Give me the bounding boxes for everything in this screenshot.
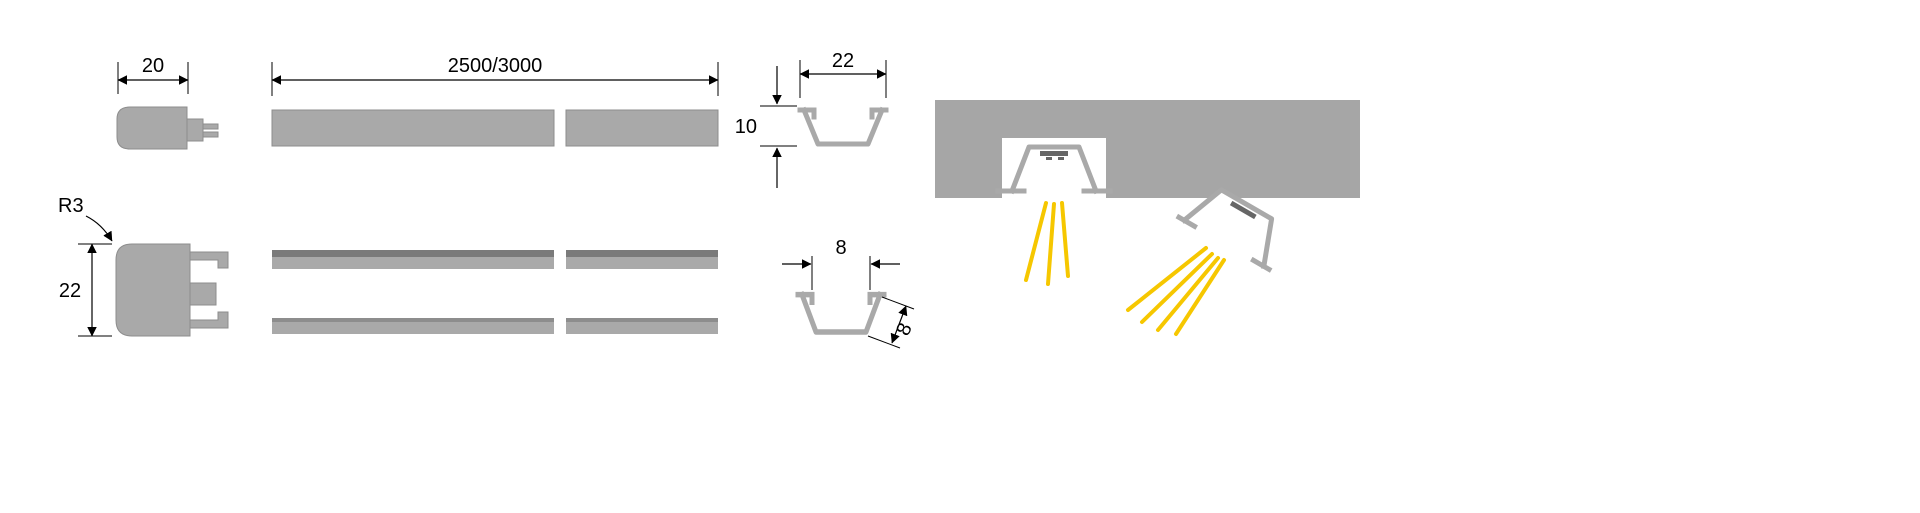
dim-channel-width-label: 8 (835, 237, 846, 259)
end-cap-hook-top (189, 251, 229, 269)
light-ray (1174, 258, 1226, 336)
profile-channel-face (272, 269, 554, 318)
profile-channel-face (566, 269, 718, 318)
dim-profile-length-label: 2500/3000 (448, 55, 543, 77)
profile-edge-strip (566, 318, 718, 322)
profile-edge-strip (272, 318, 554, 322)
light-ray (1060, 201, 1070, 278)
light-ray (1024, 201, 1048, 282)
profile-cross-section (800, 110, 886, 144)
illustration-surface-mount (1126, 187, 1275, 336)
recessed-profile-section (995, 144, 1113, 195)
led-strip (1040, 151, 1068, 156)
profile-edge-strip (566, 250, 718, 257)
light-ray (1046, 202, 1056, 286)
led-strip (1229, 200, 1257, 220)
dim-channel-width: 8 (782, 237, 900, 290)
tilted-profile (1175, 187, 1275, 273)
profile-bar-segment (565, 109, 719, 147)
profile-bottom-flange (566, 322, 718, 334)
dim-section-width: 22 (799, 50, 887, 98)
end-cap-body (115, 243, 191, 337)
end-cap-clip (186, 118, 204, 142)
view-endcap-top (116, 106, 219, 150)
view-profile-top (271, 109, 719, 147)
profile-cross-section (798, 295, 884, 332)
profile-bottom-flange (272, 322, 554, 334)
tilted-profile-section (1175, 187, 1275, 273)
view-cross-section-detail (798, 295, 884, 332)
profile-edge-strip (272, 250, 554, 257)
profile-top-flange (566, 257, 718, 269)
end-cap-prong (202, 131, 219, 138)
extension-line (867, 335, 901, 349)
view-endcap-side (115, 243, 229, 337)
dim-corner-radius: R3 (58, 195, 113, 242)
dim-channel-depth-label: 8 (892, 320, 917, 339)
profile-interior (1185, 190, 1272, 265)
profile-top-flange (272, 257, 554, 269)
end-cap-prong (202, 123, 219, 130)
end-cap-body (116, 106, 188, 150)
dim-corner-radius-label: R3 (58, 195, 84, 217)
dim-profile-length: 2500/3000 (271, 55, 719, 96)
illustration-recessed-mount (935, 100, 1360, 286)
light-ray (1156, 256, 1220, 332)
dim-section-width-label: 22 (832, 50, 854, 72)
dim-endcap-width-label: 20 (142, 55, 164, 77)
dim-section-height-label: 10 (735, 116, 757, 138)
dimension-arrow (890, 305, 908, 344)
dim-section-height: 10 (735, 66, 797, 188)
dim-endcap-width: 20 (117, 55, 189, 94)
light-ray (1140, 252, 1214, 324)
led-chip (1058, 157, 1064, 160)
dim-endcap-height: 22 (59, 243, 112, 337)
view-profile-side (272, 250, 718, 334)
extension-line (881, 296, 915, 310)
led-chip (1046, 157, 1052, 160)
leader-arrow (85, 215, 113, 242)
end-cap-hook-bottom (189, 311, 229, 329)
ceiling-panel (935, 100, 1360, 198)
profile-bar-segment (271, 109, 555, 147)
view-cross-section (800, 110, 886, 144)
dim-endcap-height-label: 22 (59, 280, 81, 302)
light-ray (1126, 246, 1208, 312)
end-cap-block (189, 282, 217, 306)
